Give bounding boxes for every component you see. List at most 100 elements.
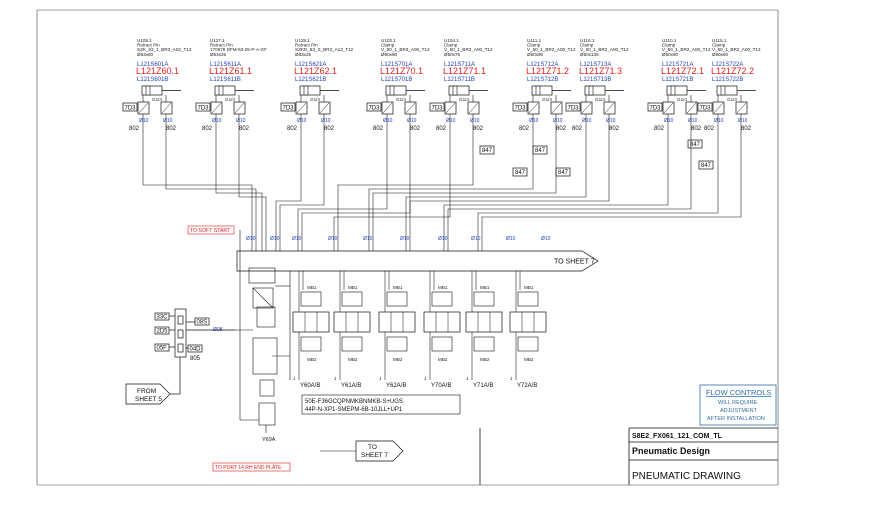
valve-code-box <box>565 102 581 112</box>
cylinder-label: L121Z62.1 <box>294 66 337 76</box>
fitting-size-left: 802 <box>287 126 298 132</box>
valve-tag: Y60A/B <box>300 383 320 389</box>
port-size-label: G1/4 <box>396 97 406 102</box>
actuator-6: U111.1ClampV_50_1_BR2_A00_T12Ø50x90L121S… <box>512 38 576 132</box>
cylinder-piston <box>389 85 395 96</box>
title-block <box>479 427 778 485</box>
to-soft-start-note <box>187 225 235 235</box>
supply-code-33c <box>154 312 170 321</box>
tube-diameter-right: Ø10 <box>688 118 698 124</box>
supply-code-04d-label: 04D <box>190 347 202 353</box>
sensor-a-label: L121S601A <box>137 62 168 68</box>
port-size-label: G1/4 <box>542 97 552 102</box>
valve-code-label: 7D3 <box>283 106 295 112</box>
manifold-tube-diameter: Ø10 <box>270 236 280 242</box>
tube-diameter-right: Ø10 <box>553 118 563 124</box>
cylinder-label: L121Z71.3 <box>579 66 622 76</box>
port-size-label: G1/4 <box>459 97 469 102</box>
actuator-header-line: U103.1 <box>381 38 396 43</box>
fitting-size-right: 802 <box>473 126 484 132</box>
sensor-a-label: L121S712A <box>527 62 558 68</box>
valve-top-label: MB1 <box>438 285 448 290</box>
actuator-header-line: Retract Pin <box>210 43 233 48</box>
valve-code-label: 7D3 <box>700 106 712 112</box>
cylinder-piston <box>535 85 541 96</box>
air-line <box>337 114 474 251</box>
tube-diameter-right: Ø10 <box>321 118 331 124</box>
actuator-header-line: Clamp <box>381 43 395 48</box>
actuator-header-line: V_50_1_BR2_A00_T12 <box>712 47 761 52</box>
cylinder-body <box>531 85 553 96</box>
air-line <box>372 114 557 251</box>
valve-code-label: 7D3 <box>432 106 444 112</box>
flow-control-right-arrow <box>468 102 479 114</box>
actuator-8: U110.1ClampV_50_1_BR2_A00_T12Ø50x90L121S… <box>647 38 711 132</box>
sensor-a-label: L121S701A <box>381 62 412 68</box>
air-line <box>142 114 253 251</box>
actuator-header-line: Ø63x25 <box>210 52 227 57</box>
tube-diameter-right: Ø10 <box>470 118 480 124</box>
to-port-note <box>212 462 291 472</box>
tube-diameter-left: Ø10 <box>297 118 307 124</box>
manifold-tube-diameter: Ø10 <box>471 236 481 242</box>
actuator-header-line: Ø50x135 <box>580 52 599 57</box>
actuator-header-line: U110.1 <box>662 38 677 43</box>
solenoid-top <box>386 291 408 307</box>
cylinder-piston <box>720 85 726 96</box>
cylinder-piston <box>303 85 309 96</box>
from-sheet-5-label-2: SHEET 5 <box>135 396 162 403</box>
air-line <box>279 114 325 251</box>
to-port-label: TO PORT 14 RH END PLATE <box>215 465 282 471</box>
cylinder-body <box>385 85 407 96</box>
tube-diameter-left: Ø10 <box>139 118 149 124</box>
fitting-size-right: 802 <box>691 126 702 132</box>
sensor-b-label: L121S713B <box>580 77 611 83</box>
valve-body <box>423 311 461 333</box>
tube-diameter-right: Ø10 <box>407 118 417 124</box>
manifold-tube-diameter: Ø10 <box>438 236 448 242</box>
valve-bottom-label: MB2 <box>307 357 317 362</box>
cylinder-label: L121Z71.2 <box>526 66 569 76</box>
flow-control-right-arrow <box>551 102 562 114</box>
to-sheet-7-bottom-arrow <box>355 440 404 462</box>
tube-diameter-right: Ø10 <box>738 118 748 124</box>
sensor-b-label: L121S701B <box>381 77 412 83</box>
valve-port-j: J <box>510 376 512 381</box>
junction-label: 847 <box>535 148 546 154</box>
sensor-a-label: L121S611A <box>210 62 241 68</box>
supply-code-05f <box>154 343 170 352</box>
sensor-a-label: L121S721A <box>662 62 693 68</box>
tube-diameter-left: Ø10 <box>664 118 674 124</box>
solenoid-bottom <box>386 336 408 352</box>
filter-unit <box>169 308 236 395</box>
air-line <box>409 114 610 251</box>
flow-controls-note <box>699 384 777 426</box>
valve-code-label: 7D3 <box>568 106 580 112</box>
junction-label: 847 <box>690 142 701 148</box>
supply-code-08s <box>194 317 210 326</box>
valve-bottom-label: MB2 <box>393 357 403 362</box>
part-number-line-2: 44P-N-XP1-SMEPM-6B-10JLL+UP1 <box>305 407 403 413</box>
port-size-label: G1/4 <box>677 97 687 102</box>
valve-code-box <box>366 102 382 112</box>
solenoid-top <box>517 291 539 307</box>
manifold-rail <box>236 250 599 272</box>
actuator-4: U103.1ClampV_50_1_BR3_A00_T12Ø50x90L121S… <box>366 38 430 132</box>
tube-diameter-left: Ø10 <box>446 118 456 124</box>
valve-tag: Y72A/B <box>517 383 537 389</box>
to-sheet-7-bottom-label-1: TO <box>368 444 377 451</box>
air-line <box>238 114 267 251</box>
to-sheet-7-bottom-label-2: SHEET 7 <box>361 452 388 459</box>
fitting-size-left: 802 <box>373 126 384 132</box>
flow-controls-line-1: WILL REQUIRE <box>718 400 758 406</box>
valve-body <box>378 311 416 333</box>
valve-code-label: 7D3 <box>125 106 137 112</box>
junction-label: 847 <box>515 170 526 176</box>
port-size-label: G1/4 <box>225 97 235 102</box>
valve-code-box <box>697 102 713 112</box>
cylinder-label: L121Z72.2 <box>711 66 754 76</box>
solenoid-top <box>431 291 453 307</box>
